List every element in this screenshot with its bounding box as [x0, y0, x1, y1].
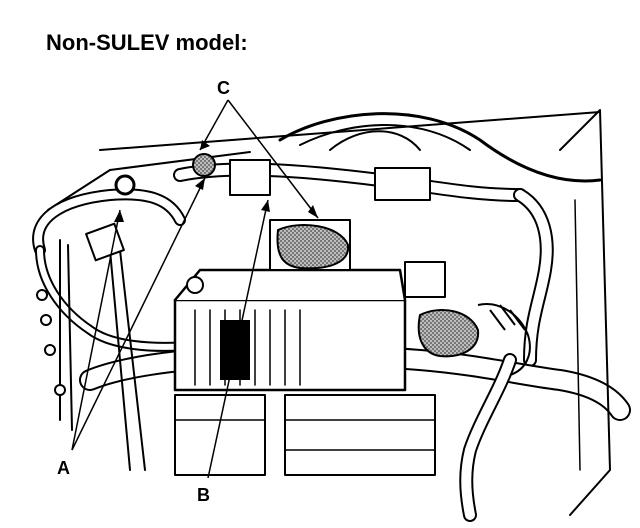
top-line — [99, 111, 601, 151]
diagram-title: Non-SULEV model: — [46, 30, 248, 55]
bolt-far-left-2 — [40, 314, 52, 326]
left-clamp — [85, 222, 125, 262]
right-lower-hose-white — [461, 355, 515, 520]
leader-a-2 — [71, 177, 206, 451]
left-hose-white — [34, 190, 184, 254]
leader-c-1 — [199, 99, 229, 151]
bolt-far-left-3 — [44, 344, 56, 356]
bolt-mid — [186, 276, 204, 294]
leader-c-2 — [227, 99, 319, 219]
connector-shaded — [417, 309, 480, 358]
upper-hose — [278, 112, 602, 183]
leader-arrowheads — [114, 140, 318, 222]
connector-right — [374, 167, 431, 201]
lower-block-2 — [284, 394, 436, 476]
leader-b — [207, 199, 269, 479]
arrow-a-1 — [114, 210, 124, 222]
right-frame-2 — [574, 199, 581, 471]
leader-lines — [71, 99, 319, 479]
clamp-shaded — [192, 153, 216, 177]
solenoid-shaded — [276, 224, 350, 270]
diag-rod-2 — [119, 249, 146, 471]
arrow-c-1 — [200, 140, 210, 150]
valve-upper — [229, 159, 271, 196]
callout-c: C — [217, 78, 230, 98]
arrow-b — [261, 200, 270, 212]
lower-block-1 — [174, 394, 266, 476]
bolt-far-left — [36, 289, 48, 301]
canister-top — [173, 268, 407, 302]
corrugated-connector — [477, 303, 531, 376]
callout-b: B — [197, 485, 210, 505]
arrow-a-2 — [195, 178, 205, 190]
left-hose-down-white — [37, 247, 203, 350]
right-frame — [559, 109, 611, 516]
diag-rod — [109, 249, 131, 471]
bolt-far-left-4 — [54, 384, 66, 396]
leader-a-1 — [71, 209, 121, 451]
arrow-c-2 — [308, 205, 318, 218]
bolt-left — [114, 174, 136, 196]
left-rod-2 — [67, 244, 73, 431]
connector-right-2 — [404, 261, 446, 298]
main-hose-white — [175, 164, 525, 200]
callout-a: A — [57, 458, 70, 478]
right-hose-white — [515, 190, 552, 365]
upper-hose-loop — [329, 130, 421, 151]
upper-hose-inner — [299, 124, 471, 151]
